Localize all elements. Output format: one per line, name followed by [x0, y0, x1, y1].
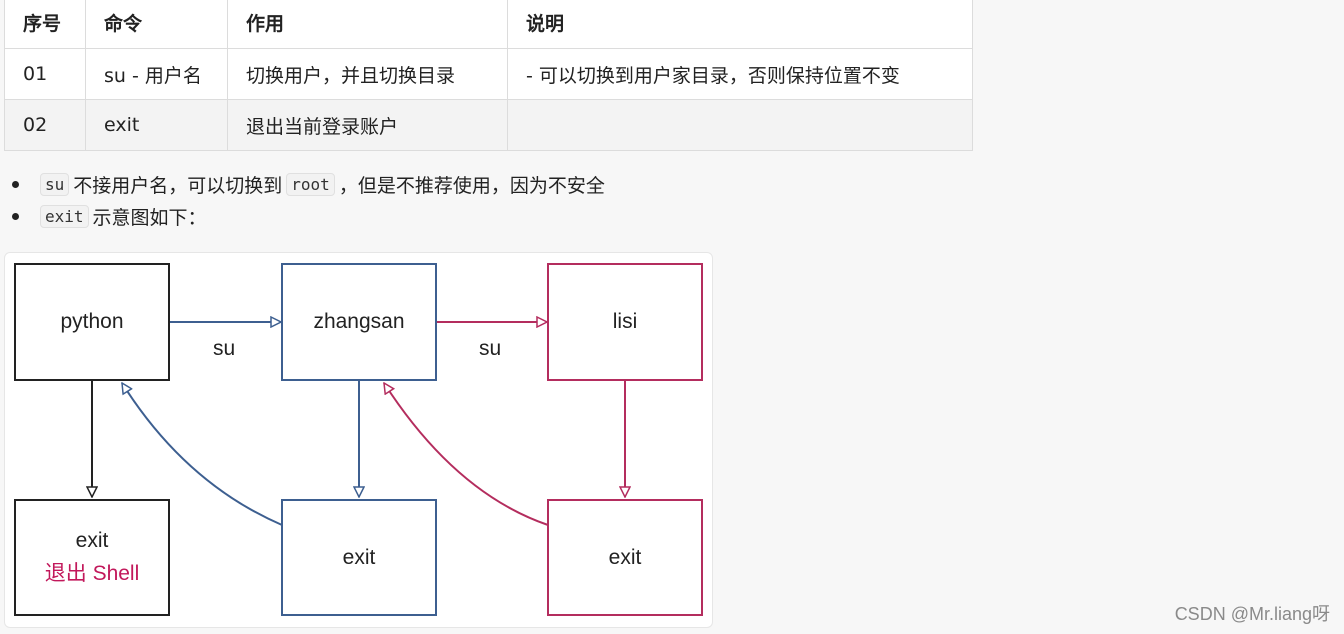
- node-exit-lisi: exit: [547, 499, 703, 616]
- exit-shell-note: 退出 Shell: [44, 561, 140, 585]
- bullet-dot-icon: [12, 212, 19, 220]
- table-row: 01 su - 用户名 切换用户，并且切换目录 - 可以切换到用户家目录，否则保…: [4, 48, 973, 100]
- node-label: exit: [75, 528, 109, 552]
- header-command: 命令: [85, 0, 228, 49]
- bullet-list: su 不接用户名，可以切换到 root ，但是不推荐使用，因为不安全 exit …: [10, 168, 605, 232]
- header-function: 作用: [227, 0, 508, 49]
- bullet-text: 不接用户名，可以切换到: [73, 174, 283, 197]
- edge-lisi-exit-to-zhangsan: [384, 383, 549, 526]
- node-label: exit: [342, 545, 376, 569]
- user-switch-diagram: python zhangsan lisi exit 退出 Shell exit …: [4, 252, 713, 628]
- table-row: 02 exit 退出当前登录账户: [4, 99, 973, 151]
- node-lisi: lisi: [547, 263, 703, 381]
- bullet-text: 示意图如下：: [92, 206, 207, 229]
- list-item: su 不接用户名，可以切换到 root ，但是不推荐使用，因为不安全: [10, 168, 605, 200]
- cell-function: 退出当前登录账户: [227, 99, 508, 151]
- inline-code: exit: [40, 204, 89, 228]
- table-header-row: 序号 命令 作用 说明: [4, 0, 973, 49]
- node-label: python: [60, 310, 124, 333]
- header-index: 序号: [4, 0, 86, 49]
- cell-index: 01: [4, 48, 86, 100]
- watermark: CSDN @Mr.liang呀: [1174, 604, 1330, 624]
- edge-zhangsan-exit-to-python: [122, 383, 283, 526]
- node-label: lisi: [612, 310, 638, 333]
- cell-command: exit: [85, 99, 228, 151]
- node-label: zhangsan: [313, 310, 405, 333]
- node-python: python: [14, 263, 170, 381]
- node-exit-shell: exit 退出 Shell: [14, 499, 170, 616]
- header-description: 说明: [507, 0, 973, 49]
- cell-index: 02: [4, 99, 86, 151]
- cell-description: [507, 99, 973, 151]
- inline-code: su: [40, 172, 70, 196]
- edge-label-su: su: [479, 337, 502, 360]
- list-item: exit 示意图如下：: [10, 200, 605, 232]
- command-table: 序号 命令 作用 说明 01 su - 用户名 切换用户，并且切换目录 - 可以…: [4, 0, 973, 151]
- node-exit-zhangsan: exit: [281, 499, 437, 616]
- node-label: exit: [608, 545, 642, 569]
- node-zhangsan: zhangsan: [281, 263, 437, 381]
- bullet-text: ，但是不推荐使用，因为不安全: [338, 174, 605, 197]
- bullet-dot-icon: [12, 180, 19, 188]
- inline-code: root: [286, 172, 335, 196]
- edge-label-su: su: [213, 337, 236, 360]
- diagram-edges: [5, 253, 712, 526]
- cell-function: 切换用户，并且切换目录: [227, 48, 508, 100]
- cell-description: - 可以切换到用户家目录，否则保持位置不变: [507, 48, 973, 100]
- cell-command: su - 用户名: [85, 48, 228, 100]
